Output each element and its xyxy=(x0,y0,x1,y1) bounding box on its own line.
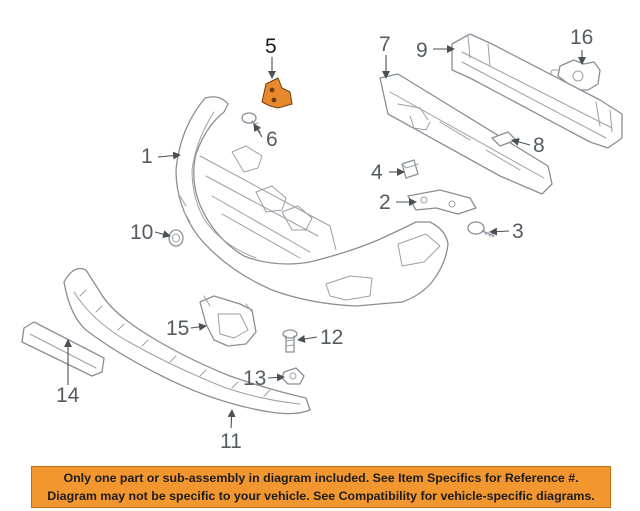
energy-absorber-part xyxy=(379,73,553,195)
callout-13: 13 xyxy=(243,367,266,390)
disclaimer-banner: Only one part or sub-assembly in diagram… xyxy=(31,466,611,508)
bolt-part-12 xyxy=(282,329,298,353)
reinforcement-bar-part xyxy=(451,33,623,149)
disclaimer-line-1: Only one part or sub-assembly in diagram… xyxy=(63,471,579,485)
nut-part-13 xyxy=(281,367,305,385)
highlighted-bracket-part xyxy=(261,77,293,109)
callout-10: 10 xyxy=(130,221,153,244)
screw-part-3 xyxy=(467,221,495,238)
callout-5: 5 xyxy=(265,35,277,58)
callout-16: 16 xyxy=(570,26,593,49)
leader-lines xyxy=(64,45,586,429)
callout-15: 15 xyxy=(166,317,189,340)
tow-cap-part xyxy=(168,229,184,247)
callout-6: 6 xyxy=(266,128,278,151)
callout-14: 14 xyxy=(56,384,80,407)
callout-12: 12 xyxy=(320,326,343,349)
callout-9: 9 xyxy=(416,39,428,62)
callout-4: 4 xyxy=(371,161,383,184)
disclaimer-line-2: Diagram may not be specific to your vehi… xyxy=(47,489,595,503)
callout-1: 1 xyxy=(141,145,153,168)
fog-lamp-bracket-part xyxy=(199,295,257,347)
bumper-block-part xyxy=(401,159,419,179)
callout-labels: 1 2 3 4 5 6 7 8 9 10 11 12 13 14 15 16 xyxy=(56,26,593,453)
bumper-cover-part xyxy=(175,96,449,307)
callout-7: 7 xyxy=(379,33,391,56)
callout-8: 8 xyxy=(533,134,545,157)
license-bracket-part xyxy=(21,321,105,377)
callout-2: 2 xyxy=(379,191,391,214)
parts-diagram: 1 2 3 4 5 6 7 8 9 10 11 12 13 14 15 16 xyxy=(21,26,623,453)
callout-11: 11 xyxy=(220,430,242,453)
side-bracket-part xyxy=(407,189,477,215)
lower-valance-part xyxy=(63,267,311,415)
callout-3: 3 xyxy=(512,220,524,243)
